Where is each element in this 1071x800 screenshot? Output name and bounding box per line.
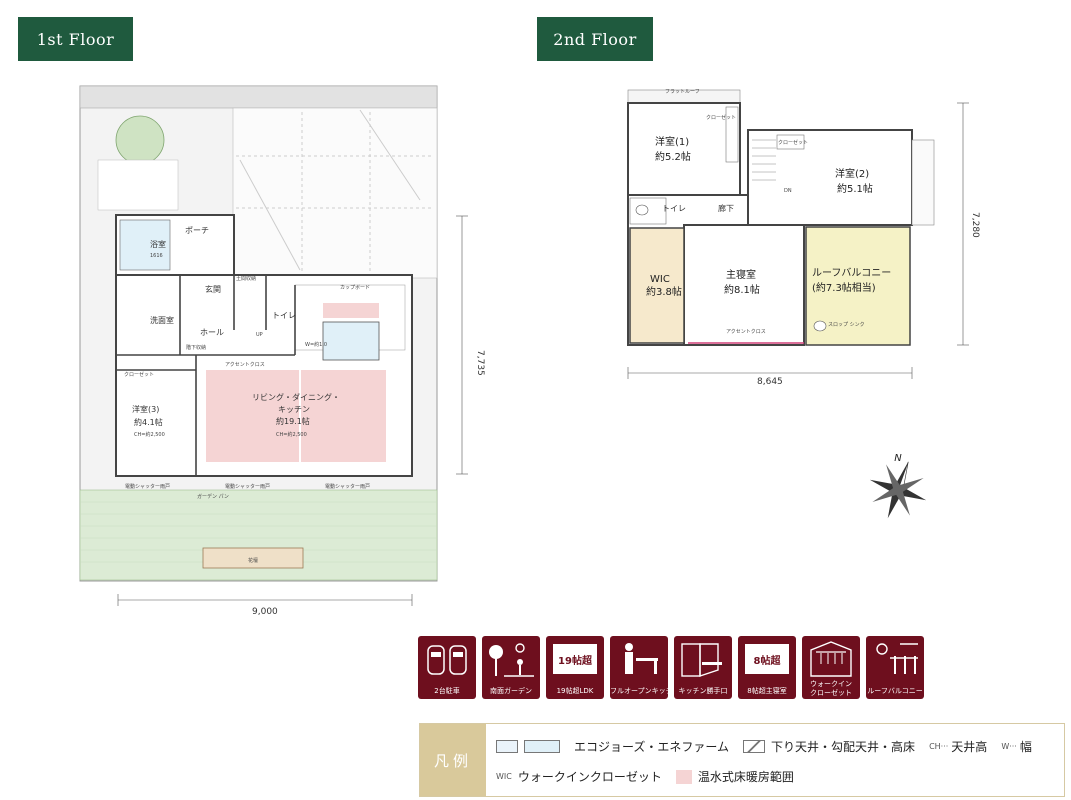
- feature-badge: 8帖超: [754, 654, 782, 667]
- feature-label: 2台駐車: [434, 687, 460, 695]
- master-size: 約8.1帖: [724, 283, 760, 296]
- bath-size: 1616: [150, 253, 163, 259]
- kitchen-door-icon: キッチン勝手口: [674, 636, 732, 699]
- first-floor-tag: 1st Floor: [18, 17, 133, 61]
- washroom-label: 洗面室: [150, 315, 174, 325]
- master-label: 主寝室: [726, 268, 756, 281]
- legend-ch-prefix: CH···: [929, 742, 949, 751]
- legend-title: 凡例: [420, 724, 486, 796]
- master-bedroom-icon: 8帖超 8帖超主寝室: [738, 636, 796, 699]
- open-kitchen-icon: フルオープンキッチン: [610, 636, 668, 699]
- closet-label-2f-1: クローゼット: [706, 114, 736, 121]
- legend-w: 幅: [1019, 740, 1032, 754]
- balcony-size: (約7.3帖相当): [812, 281, 876, 294]
- wic-label: WIC: [650, 274, 670, 285]
- second-floor-tag: 2nd Floor: [537, 17, 653, 61]
- flowerbed: [202, 547, 304, 569]
- ldk-floor-heating: [206, 370, 299, 462]
- ceiling-swatch: [743, 740, 766, 753]
- feature-label: ウォークイン クローゼット: [810, 680, 852, 697]
- second-floor-width: 8,645: [757, 377, 783, 385]
- kitchen-island: [322, 321, 380, 361]
- western3-label: 洋室(3): [132, 404, 159, 414]
- shutter-label-1: 電動シャッター雨戸: [125, 483, 170, 490]
- roof-balcony-icon: ルーフバルコニー: [866, 636, 924, 699]
- entrance-storage-label: 土間収納: [236, 275, 256, 282]
- entrance-label: 玄関: [205, 284, 221, 294]
- legend-eco: エコジョーズ・エネファーム: [574, 740, 730, 754]
- legend-ch: 天井高: [951, 740, 988, 754]
- tree-icon: [115, 115, 165, 165]
- ldk-ch: CH=約2,500: [276, 431, 307, 438]
- first-floor-height: 7,735: [475, 350, 485, 376]
- western2-size: 約5.1帖: [837, 182, 873, 195]
- western3-ch: CH=約2,500: [134, 431, 165, 438]
- wic-area: [629, 227, 685, 344]
- feature-label: 8帖超主寝室: [747, 687, 787, 695]
- closet-label-1f: クローゼット: [124, 371, 154, 378]
- feature-label: 19帖超LDK: [556, 687, 594, 695]
- flat-roof-label: フラットルーフ: [665, 89, 700, 95]
- legend-w-prefix: W···: [1001, 742, 1017, 751]
- western1-size: 約5.2帖: [655, 150, 691, 163]
- eco-swatch-small: [496, 740, 518, 753]
- toilet-label: トイレ: [272, 311, 296, 320]
- balcony-label: ルーフバルコニー: [812, 267, 891, 279]
- legend-floor-heating: 温水式床暖房範囲: [697, 770, 794, 784]
- slop-sink-fixture: [813, 320, 827, 332]
- feature-label: 南面ガーデン: [490, 687, 532, 695]
- western3-size: 約4.1帖: [134, 417, 163, 427]
- hall-label: ホール: [200, 328, 224, 337]
- feature-label: キッチン勝手口: [678, 687, 728, 695]
- eco-swatch-large: [524, 740, 560, 753]
- second-floor-plan: フラットルーフ 洋室(1) 約5.2帖 洋室(2) 約5.1帖 廊下 トイレ W…: [627, 89, 980, 385]
- walk-in-closet-icon: ウォークイン クローゼット: [802, 636, 860, 699]
- wic-size: 約3.8帖: [646, 285, 682, 298]
- cupboard-label: カップボード: [340, 284, 370, 291]
- compass-north-label: N: [894, 453, 902, 464]
- shutter-label-2: 電動シャッター雨戸: [225, 483, 270, 490]
- south-garden-icon: 南面ガーデン: [482, 636, 540, 699]
- under-stair-label: 階下収納: [186, 344, 206, 351]
- flowerbed-label: 花壇: [248, 557, 258, 564]
- ldk-size: 約19.1帖: [276, 416, 310, 426]
- first-floor-plan: 花壇 浴室 1616 ポーチ 玄関 ホール トイレ 洗面室 カップボード 土間収…: [79, 85, 485, 617]
- two-cars-icon: 2台駐車: [418, 636, 476, 699]
- legend-ceiling: 下り天井・勾配天井・高床: [771, 740, 916, 754]
- ldk-label-1: リビング・ダイニング・: [252, 392, 340, 402]
- closet-label-2f-2: クローゼット: [778, 139, 808, 146]
- corridor-label: 廊下: [718, 203, 734, 213]
- bath-label: 浴室: [150, 239, 166, 249]
- ldk-label-2: キッチン: [278, 405, 310, 414]
- porch-label: ポーチ: [185, 226, 209, 235]
- accent-cross-1f: アクセントクロス: [225, 362, 265, 368]
- second-floor-height: 7,280: [970, 212, 980, 238]
- shutter-label-3: 電動シャッター雨戸: [325, 483, 370, 490]
- legend-wic-prefix: WIC: [496, 772, 512, 781]
- w-label: W=約1.0: [305, 341, 327, 348]
- toilet-label-2f: トイレ: [662, 204, 686, 213]
- ldk-size-icon: 19帖超 19帖超LDK: [546, 636, 604, 699]
- legend-panel: 凡例 エコジョーズ・エネファーム 下り天井・勾配天井・高床 CH··· 天井高 …: [419, 723, 1065, 797]
- feature-badge: 19帖超: [558, 654, 593, 667]
- accent-cross-2f: アクセントクロス: [726, 329, 766, 335]
- western2-label: 洋室(2): [835, 167, 869, 180]
- feature-icons: 2台駐車 南面ガーデン 19帖超 19帖超LDK フルオープンキッチン キッチン…: [418, 636, 924, 699]
- feature-label: ルーフバルコニー: [867, 687, 923, 695]
- legend-wic: ウォークインクローゼット: [517, 770, 662, 784]
- compass-rose-icon: N: [869, 453, 927, 519]
- garden-bread-label: ガーデン パン: [197, 493, 229, 500]
- floor-heating-swatch: [675, 769, 692, 784]
- western1-label: 洋室(1): [655, 135, 689, 148]
- feature-label: フルオープンキッチン: [610, 687, 668, 695]
- up-label: UP: [256, 332, 263, 338]
- slop-sink-label: スロップ シンク: [828, 322, 865, 328]
- toilet-fixture-2f: [635, 204, 649, 216]
- down-label: DN: [784, 188, 792, 194]
- first-floor-width: 9,000: [252, 607, 278, 617]
